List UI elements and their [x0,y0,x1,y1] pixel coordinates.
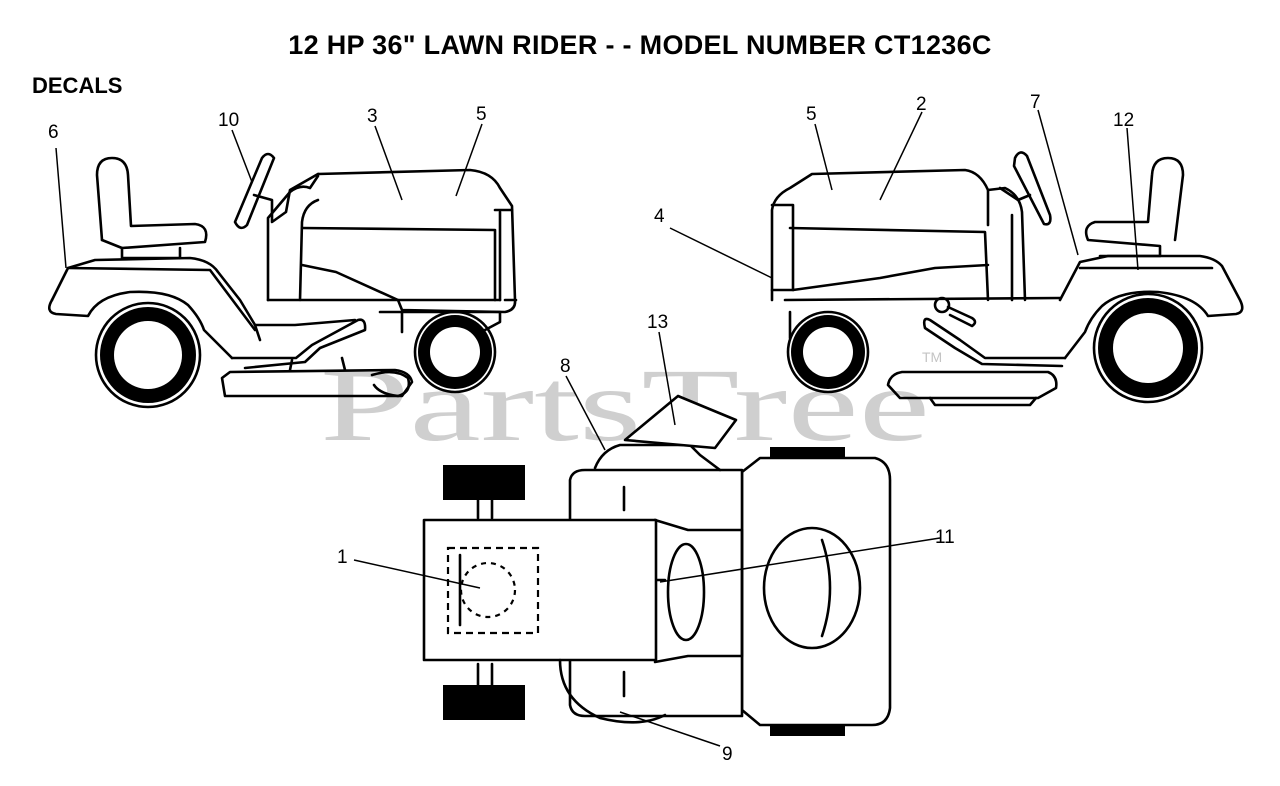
callout-5-right: 5 [806,104,817,125]
callout-7: 7 [1030,92,1041,113]
callout-5-left: 5 [476,104,487,125]
section-label: DECALS [32,73,123,98]
right-grille [770,203,795,292]
right-steering-wheel [1012,151,1052,226]
callout-10: 10 [218,110,239,131]
callout-labels: 6 10 3 5 5 2 7 12 4 13 8 1 11 9 [48,92,1134,765]
left-front-axle-housing [378,310,502,334]
top-seat [762,526,862,650]
top-steering-wheel [666,542,706,642]
left-fender-inner [66,266,257,332]
left-hood [300,168,517,314]
right-rear-fender [1058,254,1244,360]
callout-8: 8 [560,356,571,377]
top-tower [653,518,744,664]
top-front-axle [476,498,494,687]
top-seat-back [820,538,832,638]
right-hood-side [788,226,990,302]
left-dash [266,174,320,302]
callout-3: 3 [367,106,378,127]
callout-9: 9 [722,744,733,765]
right-frame [783,296,1067,368]
leader-lines [55,109,1139,747]
left-steering-column [252,172,320,224]
top-fuel-panel [446,546,540,635]
callout-2: 2 [916,94,927,115]
callout-6: 6 [48,122,59,143]
right-hood-lower [791,263,990,292]
left-deck-skid [288,356,347,372]
right-hood [770,168,990,302]
left-seat [95,156,208,260]
left-grille [493,208,518,302]
top-front-right-tire [443,685,525,720]
left-side-view [47,152,518,409]
right-mower-deck [886,370,1058,400]
right-lift-lever-knob [933,296,951,314]
callout-4: 4 [654,206,665,227]
right-lift-lever [946,305,977,328]
left-seat-base [100,238,124,250]
left-steering-wheel [233,152,276,230]
top-hood [422,518,658,662]
right-dash [986,186,1027,302]
right-side-view [770,151,1244,407]
left-rear-fender [50,256,357,327]
top-decal-plate [623,394,738,450]
left-dash-front [298,198,320,302]
callout-13: 13 [647,312,668,333]
page-title: 12 HP 36" LAWN RIDER - - MODEL NUMBER CT… [288,30,992,60]
left-frame-lower [253,298,502,342]
top-bracket-lower [558,658,667,724]
left-hood-side [300,226,497,302]
callout-11: 11 [935,527,955,548]
top-front-left-tire [443,465,525,500]
right-steering-column [998,186,1032,202]
callout-12: 12 [1113,110,1134,131]
left-frame [230,318,367,370]
left-deck-chute [370,370,411,398]
watermark-trademark: TM [922,349,942,365]
callout-1: 1 [337,547,348,568]
right-seat [1084,156,1185,258]
top-view [422,394,892,736]
right-deck-skid [928,396,1038,407]
left-fender-edge [47,290,234,360]
